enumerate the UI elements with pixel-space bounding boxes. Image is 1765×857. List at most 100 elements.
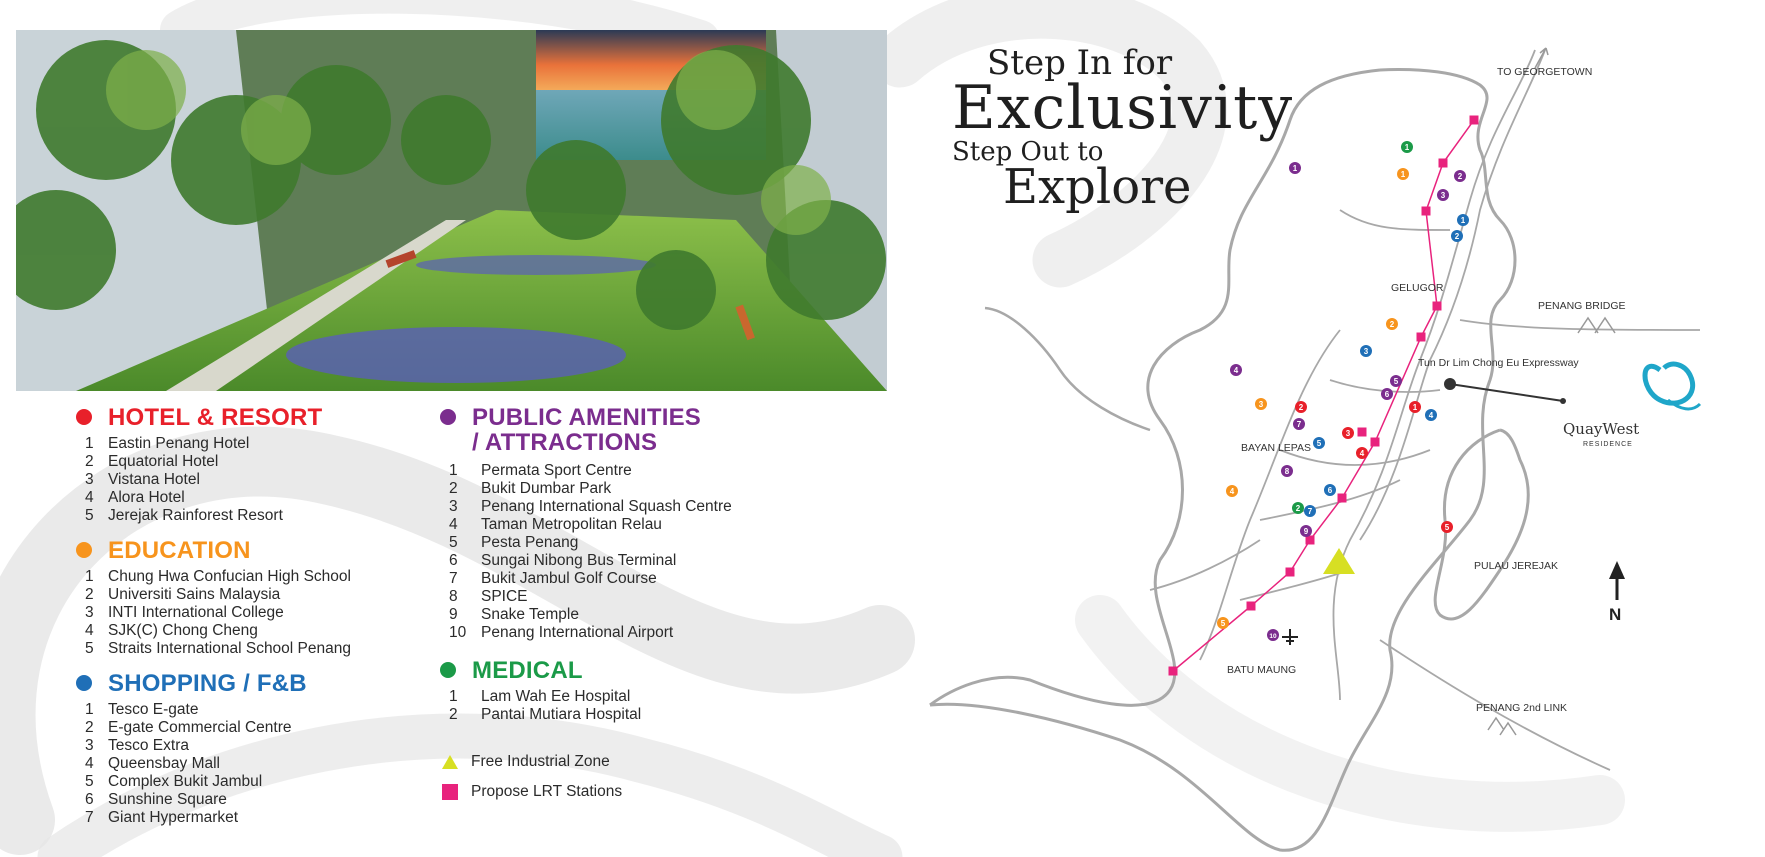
lrt-station-marker: [1469, 115, 1479, 125]
amenities-marker-dot: [1230, 364, 1242, 376]
education-marker-4: 4: [1226, 485, 1238, 497]
amenities-marker-dot: [1267, 629, 1279, 641]
hotel-item-label: Eastin Penang Hotel: [108, 435, 250, 452]
medical-marker-number: 2: [1296, 504, 1301, 513]
legend-hotel-title: HOTEL & RESORT: [108, 404, 323, 431]
free-industrial-zone-icon: [1323, 548, 1355, 574]
headline-step-out: Step Out to: [952, 137, 1104, 167]
education-item-label: Chung Hwa Confucian High School: [108, 568, 351, 585]
square-icon: [442, 784, 458, 800]
key-lrt-stations: Propose LRT Stations: [441, 783, 622, 801]
hotel-marker-3: 3: [1342, 427, 1354, 439]
shopping-marker-dot: [1304, 505, 1316, 517]
amenities-marker-number: 10: [1269, 633, 1277, 640]
amenities-marker-number: 8: [1285, 467, 1290, 476]
education-item-label: Universiti Sains Malaysia: [108, 586, 281, 603]
lrt-station-marker: [1357, 427, 1367, 437]
hotel-marker-4: 4: [1356, 447, 1368, 459]
amenities-marker-dot: [1454, 170, 1466, 182]
shopping-marker-dot: [1425, 409, 1437, 421]
amenities-marker-number: 7: [1297, 420, 1302, 429]
amenities-marker-dot: [1437, 189, 1449, 201]
shopping-marker-number: 5: [1317, 439, 1322, 448]
medical-marker-number: 1: [1405, 143, 1410, 152]
education-dot-icon: [76, 542, 92, 558]
education-marker-number: 2: [1390, 320, 1395, 329]
legend-shopping-title: SHOPPING / F&B: [108, 670, 307, 697]
shopping-marker-5: 5: [1313, 437, 1325, 449]
shopping-marker-7: 7: [1304, 505, 1316, 517]
logo-name: QuayWest: [1563, 420, 1639, 438]
amenities-marker-2: 2: [1454, 170, 1466, 182]
shopping-marker-number: 1: [1461, 216, 1466, 225]
to-georgetown-arrow-icon: [1534, 47, 1549, 69]
education-marker-dot: [1386, 318, 1398, 330]
garden-rendering-image: [16, 30, 887, 391]
hotel-marker-dot: [1356, 447, 1368, 459]
amenities-item-label: Snake Temple: [481, 606, 579, 623]
amenities-marker-7: 7: [1293, 418, 1305, 430]
hotel-item-label: Vistana Hotel: [108, 471, 200, 488]
triangle-icon: [442, 755, 458, 769]
hotel-item-label: Equatorial Hotel: [108, 453, 219, 470]
education-marker-5: 5: [1217, 617, 1229, 629]
key-industrial-label: Free Industrial Zone: [471, 753, 610, 770]
second-link-bridge-icon: [1487, 716, 1517, 736]
headline-explore: Explore: [1003, 159, 1192, 215]
shopping-marker-dot: [1360, 345, 1372, 357]
shopping-marker-3: 3: [1360, 345, 1372, 357]
legend-education-title-row: EDUCATION: [76, 538, 351, 563]
hotel-marker-1: 1: [1409, 401, 1421, 413]
education-item-label: Straits International School Penang: [108, 640, 351, 657]
hotel-marker-number: 1: [1413, 403, 1418, 412]
hotel-marker-number: 3: [1346, 429, 1351, 438]
label-bayan-lepas: BAYAN LEPAS: [1241, 442, 1311, 454]
education-marker-number: 1: [1401, 170, 1406, 179]
amenities-marker-6: 6: [1381, 388, 1393, 400]
penang-bridge-icon: [1577, 316, 1616, 334]
hotel-item-label: Alora Hotel: [108, 489, 185, 506]
amenities-marker-8: 8: [1281, 465, 1293, 477]
amenities-marker-5: 5: [1390, 375, 1402, 387]
education-marker-3: 3: [1255, 398, 1267, 410]
legend-amenities-title: PUBLIC AMENITIES / ATTRACTIONS: [472, 404, 701, 456]
amenities-item-label: Taman Metropolitan Relau: [481, 516, 662, 533]
lrt-station-marker: [1421, 206, 1431, 216]
shopping-marker-6: 6: [1324, 484, 1336, 496]
key-lrt-label: Propose LRT Stations: [471, 783, 623, 800]
medical-marker-dot: [1292, 502, 1304, 514]
lrt-station-marker: [1285, 567, 1295, 577]
amenities-marker-9: 9: [1300, 525, 1312, 537]
amenities-marker-1: 1: [1289, 162, 1301, 174]
amenities-item-label: Penang International Squash Centre: [481, 498, 732, 515]
education-marker-number: 5: [1221, 619, 1226, 628]
amenities-marker-number: 2: [1458, 172, 1463, 181]
island-coastline: [929, 68, 1517, 852]
amenities-marker-number: 3: [1441, 191, 1446, 200]
shopping-dot-icon: [76, 675, 92, 691]
legend-medical-title-row: MEDICAL: [440, 658, 641, 683]
shopping-marker-dot: [1457, 214, 1469, 226]
education-marker-number: 4: [1230, 487, 1235, 496]
amenities-marker-4: 4: [1230, 364, 1242, 376]
shopping-marker-2: 2: [1451, 230, 1463, 242]
medical-dot-icon: [440, 662, 456, 678]
amenities-item-label: Bukit Jambul Golf Course: [481, 570, 657, 587]
